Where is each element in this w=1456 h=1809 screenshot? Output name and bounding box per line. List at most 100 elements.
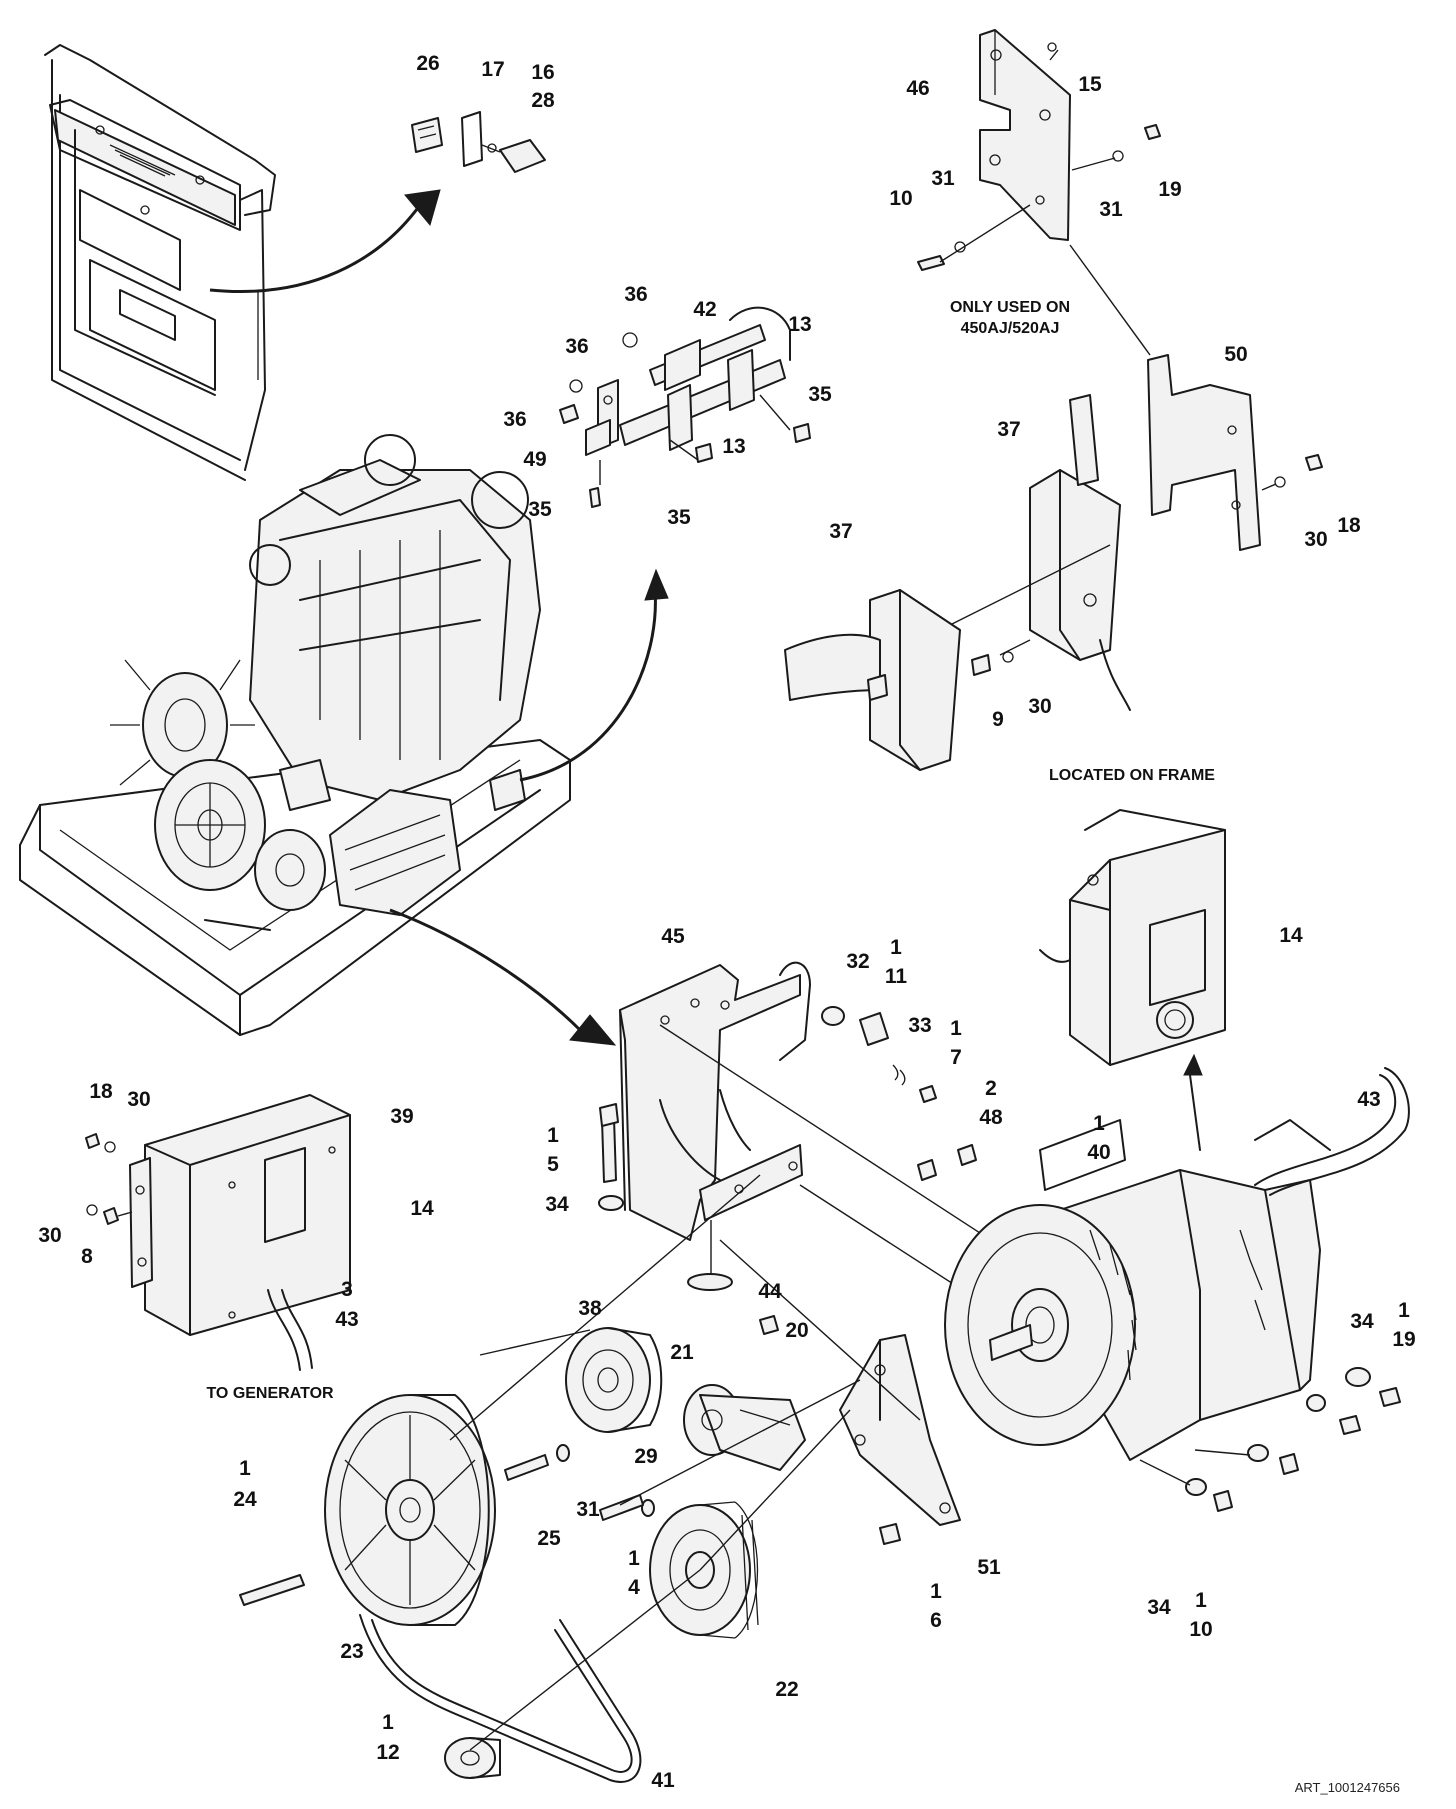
callout-42: 42	[693, 298, 716, 321]
callout-20: 20	[785, 1319, 808, 1342]
callout-28: 28	[531, 89, 555, 112]
callout-6: 6	[930, 1609, 942, 1632]
callout-1-b: 1	[950, 1017, 962, 1040]
callout-36-b: 36	[565, 335, 588, 358]
callout-35-b: 35	[528, 498, 552, 521]
callout-40: 40	[1087, 1141, 1110, 1164]
callout-51: 51	[977, 1556, 1001, 1579]
callout-29: 29	[634, 1445, 657, 1468]
enclosure-39	[85, 1094, 351, 1371]
generator-40	[944, 1067, 1410, 1461]
callout-26: 26	[416, 52, 439, 75]
note-only-used-on: ONLY USED ON	[950, 299, 1070, 316]
callout-3: 3	[341, 1278, 353, 1301]
callout-19-right: 19	[1392, 1328, 1415, 1351]
hub-12	[444, 1737, 501, 1779]
callout-13-a: 13	[788, 313, 811, 336]
callout-1-j: 1	[382, 1711, 394, 1734]
callout-19-top: 19	[1158, 178, 1181, 201]
pointer-arrow-console	[209, 189, 441, 293]
callout-30-left-bottom: 30	[38, 1224, 61, 1247]
bracket-46	[917, 29, 1161, 356]
callout-50: 50	[1224, 343, 1247, 366]
switch-box-37	[949, 394, 1131, 711]
callout-34-left: 34	[545, 1193, 569, 1216]
callout-labels: 26 17 16 28 46 15 31 10 31 19 36 42 13 3…	[38, 52, 1415, 1792]
callout-10-lower: 10	[1189, 1618, 1212, 1641]
callout-23: 23	[340, 1640, 363, 1663]
callout-9: 9	[992, 708, 1004, 731]
callout-43-right: 43	[1357, 1088, 1380, 1111]
callout-1-h: 1	[1195, 1589, 1207, 1612]
callout-1-e: 1	[1398, 1299, 1410, 1322]
crank-pulley-22	[649, 1501, 759, 1639]
callout-34-lower: 34	[1147, 1596, 1171, 1619]
note-model-numbers: 450AJ/520AJ	[961, 320, 1060, 337]
callout-34-right: 34	[1350, 1310, 1374, 1333]
pointer-arrow-engine-to-frame	[519, 568, 669, 782]
regulator-box-14-upper	[1039, 809, 1226, 1151]
belt-tensioner-21	[641, 1384, 806, 1517]
callout-2: 2	[985, 1077, 997, 1100]
relay-and-connector-parts	[411, 111, 546, 173]
callout-41: 41	[651, 1769, 675, 1792]
callout-48: 48	[979, 1106, 1003, 1129]
callout-12: 12	[376, 1741, 399, 1764]
callout-32: 32	[846, 950, 869, 973]
callout-31-right: 31	[1099, 198, 1123, 221]
callout-38: 38	[578, 1297, 602, 1320]
engine-assembly	[19, 434, 571, 1036]
callout-16: 16	[531, 61, 554, 84]
pulley-38	[504, 1327, 663, 1521]
callout-31-top: 31	[931, 167, 955, 190]
callout-36-a: 36	[624, 283, 647, 306]
callout-1-a: 1	[890, 936, 902, 959]
art-id: ART_1001247656	[1295, 1780, 1400, 1795]
hose-clamp-assembly	[559, 306, 811, 508]
callout-30-left-top: 30	[127, 1088, 150, 1111]
switch-guard-37	[784, 589, 1031, 771]
callout-37-right: 37	[997, 418, 1020, 441]
callout-15: 15	[1078, 73, 1102, 96]
callout-7: 7	[950, 1046, 962, 1069]
callout-1-d: 1	[547, 1124, 559, 1147]
callout-35-c: 35	[667, 506, 691, 529]
drive-belt-41	[359, 1614, 642, 1783]
note-located-on-frame: LOCATED ON FRAME	[1049, 767, 1215, 784]
callout-8: 8	[81, 1245, 93, 1268]
callout-21: 21	[670, 1341, 694, 1364]
callout-39: 39	[390, 1105, 413, 1128]
callout-31-lower: 31	[576, 1498, 600, 1521]
generator-hardware	[1139, 1367, 1401, 1512]
adapter-bracket-51	[839, 1334, 961, 1545]
callout-43-left: 43	[335, 1308, 358, 1331]
callout-13-b: 13	[722, 435, 745, 458]
callout-25: 25	[537, 1527, 561, 1550]
callout-30-right: 30	[1304, 528, 1327, 551]
callout-36-c: 36	[503, 408, 526, 431]
callout-5: 5	[547, 1153, 559, 1176]
callout-18-right: 18	[1337, 514, 1361, 537]
callout-18-left: 18	[89, 1080, 113, 1103]
callout-1-c: 1	[1093, 1112, 1105, 1135]
callout-17: 17	[481, 58, 504, 81]
note-to-generator: TO GENERATOR	[206, 1385, 334, 1402]
diagram-notes: ONLY USED ON 450AJ/520AJ LOCATED ON FRAM…	[206, 299, 1400, 1795]
callout-14-upper: 14	[1279, 924, 1303, 947]
callout-14-lower: 14	[410, 1197, 434, 1220]
lower-leaders	[449, 1174, 921, 1751]
callout-49: 49	[523, 448, 546, 471]
callout-4: 4	[628, 1576, 640, 1599]
callout-44: 44	[758, 1280, 782, 1303]
callout-1-g: 1	[628, 1547, 640, 1570]
callout-46: 46	[906, 77, 929, 100]
callout-33: 33	[908, 1014, 931, 1037]
control-console-illustration	[44, 44, 276, 481]
callout-30-mid: 30	[1028, 695, 1051, 718]
callout-11: 11	[885, 965, 908, 988]
callout-35-a: 35	[808, 383, 832, 406]
callout-22: 22	[775, 1678, 798, 1701]
callout-45: 45	[661, 925, 685, 948]
